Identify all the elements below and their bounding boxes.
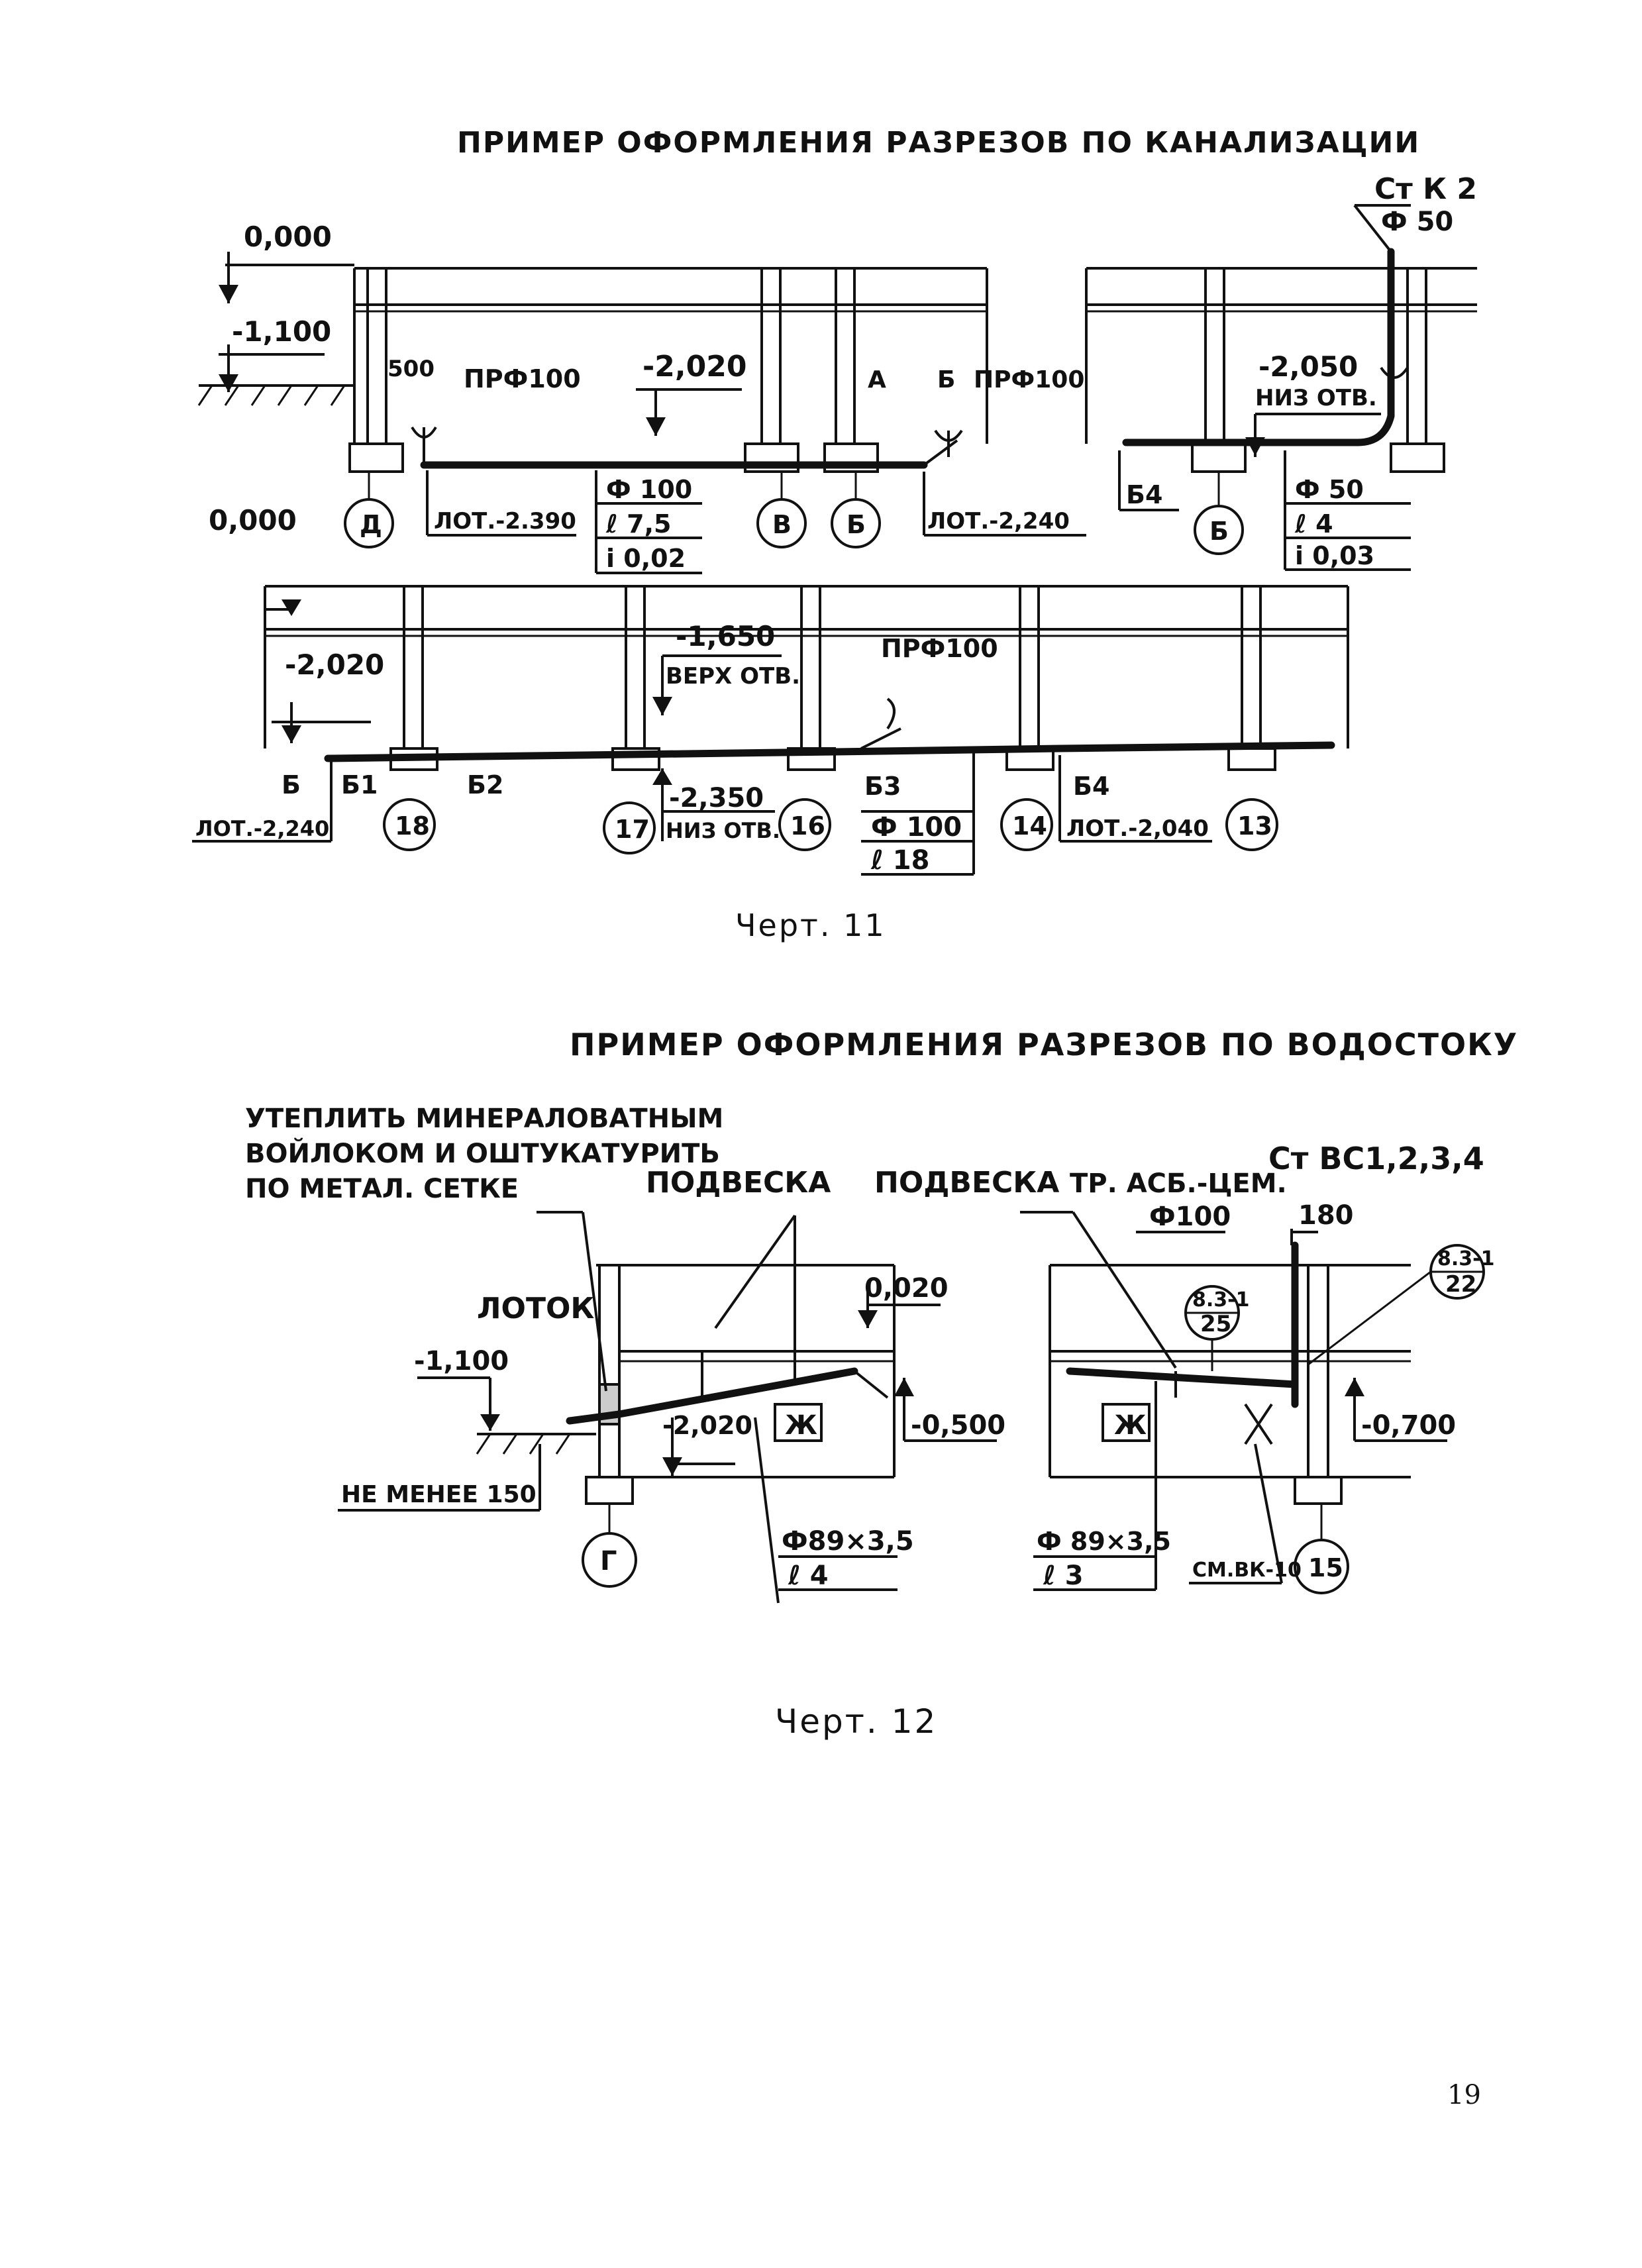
fig12-right-section: Ст ВС1,2,3,4 ПОДВЕСКА ТР. АСБ.-ЦЕМ. Ф100… [874,1141,1494,1594]
fig12-right-dim-180: 180 [1298,1200,1354,1231]
fig11-lower-tray-left: ЛОТ.-2,240 [195,816,329,841]
fig12-right-riser: Ст ВС1,2,3,4 [1268,1141,1484,1176]
fig11-lower-top-hole: ВЕРХ ОТВ. [666,663,800,690]
fig12-left-lvl-1100: -1,100 [414,1346,509,1376]
fig12-left-hanger: ПОДВЕСКА [646,1166,831,1200]
fig12-left-mark-zh: Ж [785,1410,817,1441]
fig12-right-lvl-0700: -0,700 [1361,1410,1456,1441]
drain-pipe-left [566,1367,858,1425]
fig11-right-pipe-l: ℓ 4 [1294,509,1333,539]
fig11-left-pipe-i: i 0,02 [606,544,686,573]
fig12-left-pipe-d: Ф89×3,5 [782,1526,914,1557]
fig11-right-mark-b4: Б4 [1126,480,1162,509]
fig12-node1-bottom: 25 [1200,1311,1231,1337]
fig11-axis-17: 17 [615,815,650,844]
fig12-axis-15: 15 [1308,1553,1343,1582]
fig12-left-pipe-l: ℓ 4 [788,1561,829,1591]
fig11-right-section: Ст К 2 Ф 50 -2,050 НИЗ ОТВ. Б4 Ф 50 ℓ 4 … [1085,172,1477,571]
fig12-node2-top: 8.3-1 [1437,1247,1494,1270]
fig11-lower-pipe-l: ℓ 18 [870,845,929,876]
fig12-right-mark-zh: Ж [1114,1410,1147,1441]
fig11-left-section: 0,000 -1,100 500 ПРФ100 -2,020 А Б ПРФ10… [197,221,1086,574]
fig12-right-hanger: ПОДВЕСКА [874,1166,1059,1200]
figure11-caption: Черт. 11 [735,907,886,943]
fig12-note-line2: ВОЙЛОКОМ И ОШТУКАТУРИТЬ [245,1137,720,1169]
fig11-lower-mark-b1: Б1 [341,770,378,799]
fig12-left-section: УТЕПЛИТЬ МИНЕРАЛОВАТНЫМ ВОЙЛОКОМ И ОШТУК… [245,1104,1005,1604]
fig11-axis-b: Б [847,510,866,539]
fig11-lower-tray-right: ЛОТ.-2,040 [1066,815,1209,842]
fig11-axis-d: Д [360,510,382,539]
fig11-lower-lvl-1650: -1,650 [676,620,775,652]
fig11-lower-lvl-2020: -2,020 [285,648,384,681]
fig11-axis-v: В [772,510,792,539]
fig11-left-lvl-0000: 0,000 [244,221,332,253]
fig11-right-lvl-2050: -2,050 [1258,350,1358,383]
fig12-left-min150: НЕ МЕНЕЕ 150 [341,1481,537,1508]
fig11-right-axis-b: Б [1209,517,1229,546]
fig12-left-lvl-2020: -2,020 [662,1411,752,1440]
fig11-lower-lvl-2350: -2,350 [669,783,764,813]
fig11-lower-mark-b3: Б3 [864,772,901,801]
fig11-lower-mark-b: Б [282,770,301,799]
fig12-right-pipe-type-d: Ф100 [1149,1202,1231,1232]
fig12-right-pipe-type: ТР. АСБ.-ЦЕМ. [1070,1168,1287,1199]
fig11-right-bottom-hole: НИЗ ОТВ. [1255,385,1377,411]
fig11-left-pipe-d: Ф 100 [606,475,692,504]
fig12-right-pipe-d: Ф 89×3,5 [1037,1527,1171,1556]
fig11-left-mark-a: А [868,366,886,393]
fig11-right-pipe-d: Ф 50 [1295,475,1364,504]
fig11-lower-lvl-0000: 0,000 [209,504,297,537]
fig11-left-tray-left: ЛОТ.-2.390 [434,508,576,535]
fig11-lower-bottom-hole: НИЗ ОТВ. [666,818,780,843]
fig11-left-lvl-1100: -1,100 [232,315,331,348]
fig11-axis-18: 18 [395,811,430,841]
fig11-left-cleanout: ПРФ100 [464,364,581,393]
fig11-axis-14: 14 [1012,811,1047,841]
fig11-lower-cleanout: ПРФ100 [881,634,998,663]
fig11-lower-mark-b4: Б4 [1073,772,1109,801]
fig11-left-tray-right: ЛОТ.-2,240 [927,508,1070,535]
fig12-axis-g: Г [600,1546,617,1576]
fig11-right-riser-d: Ф 50 [1381,207,1453,237]
fig12-right-see: СМ.ВК-10 [1192,1559,1302,1582]
fig11-lower-mark-b2: Б2 [467,770,503,799]
fig12-left-lvl-0020: 0,020 [864,1273,949,1304]
drain-pipe-right [1066,1367,1299,1388]
fig11-left-dim-500: 500 [387,356,435,382]
fig11-right-riser: Ст К 2 [1374,172,1477,206]
fig12-left-lvl-0500: -0,500 [911,1410,1005,1441]
fig12-left-tray: ЛОТОК [477,1292,594,1325]
fig11-axis-16: 16 [790,811,825,841]
fig12-node2-bottom: 22 [1445,1271,1476,1298]
fig11-lower-pipe-d: Ф 100 [871,812,962,843]
fig12-right-pipe-l: ℓ 3 [1043,1561,1084,1591]
fig12-node1-top: 8.3-1 [1192,1288,1249,1312]
sewer-pipe-lower [324,741,1335,762]
fig12-note-line3: ПО МЕТАЛ. СЕТКЕ [245,1174,519,1204]
fig11-lower-section: 0,000 -2,020 -1,650 ВЕРХ ОТВ. ПРФ100 Б Б… [192,504,1349,876]
fig11-axis-13: 13 [1237,811,1272,841]
figure12-caption: Черт. 12 [775,1702,938,1741]
figure12-title: ПРИМЕР ОФОРМЛЕНИЯ РАЗРЕЗОВ ПО ВОДОСТОКУ [570,1027,1519,1062]
fig11-left-mark-b: Б [937,366,955,393]
fig12-note-line1: УТЕПЛИТЬ МИНЕРАЛОВАТНЫМ [245,1104,723,1134]
figure11-title: ПРИМЕР ОФОРМЛЕНИЯ РАЗРЕЗОВ ПО КАНАЛИЗАЦИ… [457,126,1421,160]
fig11-left-cleanout-right: ПРФ100 [974,366,1084,393]
fig11-left-pipe-l: ℓ 7,5 [605,509,671,539]
page-number: 19 [1447,2080,1481,2110]
fig11-left-lvl-2020: -2,020 [642,350,746,384]
fig11-right-pipe-i: i 0,03 [1295,541,1374,570]
